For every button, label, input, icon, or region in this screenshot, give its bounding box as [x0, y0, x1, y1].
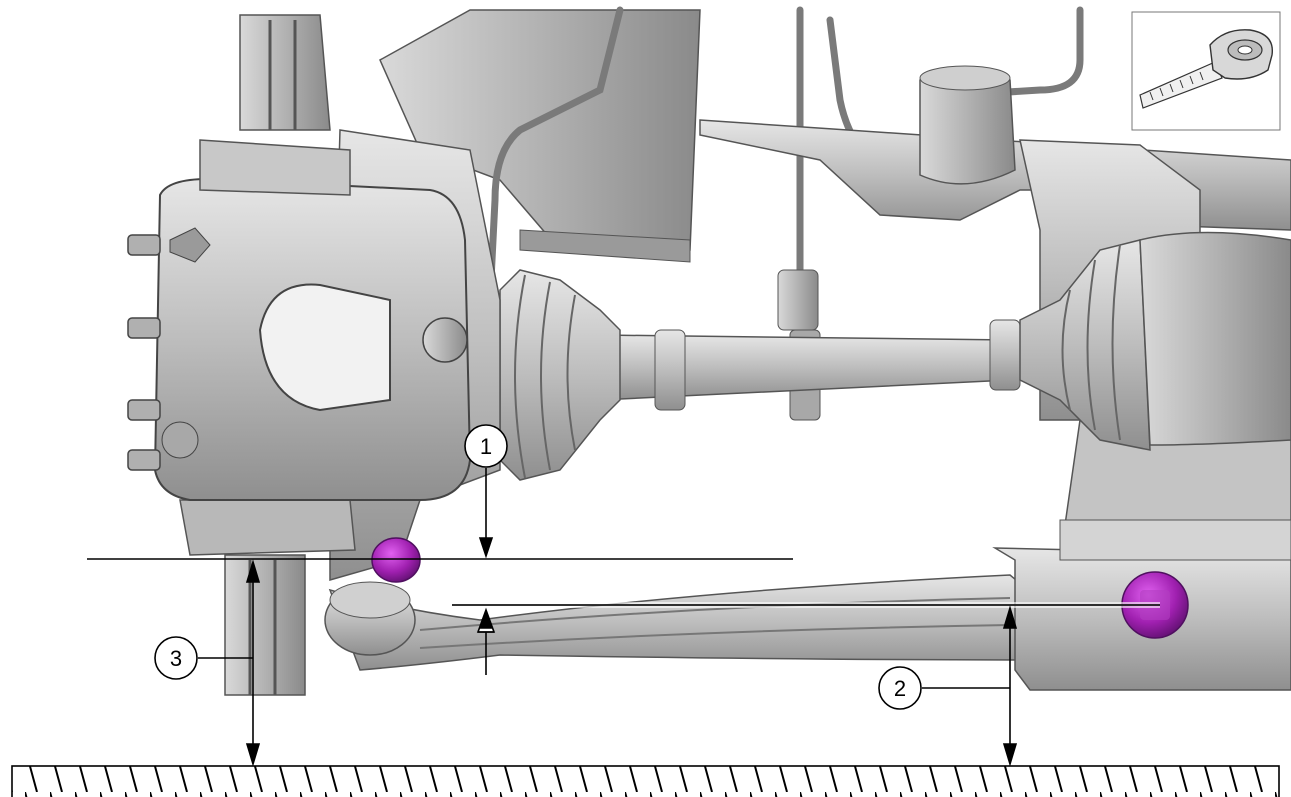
front-bolt-highlight: [371, 537, 421, 583]
ball-joint: [324, 581, 416, 656]
callout-2: 2: [878, 666, 922, 710]
brake-caliper: [153, 139, 472, 501]
measuring-tape-icon: [1139, 29, 1274, 109]
inner-cv-boot: [1019, 239, 1151, 451]
callout-leaders: [198, 657, 1010, 689]
upper-mount: [919, 65, 1016, 185]
differential-housing: [1139, 231, 1291, 446]
measurement-arrows: [245, 468, 1018, 767]
measuring-tape-inset: [1131, 11, 1281, 131]
callout-2-label: 2: [894, 676, 906, 701]
hatched-ground: [11, 765, 1280, 797]
callout-1-label: 1: [480, 434, 492, 459]
brake-disc: [224, 14, 331, 696]
wheel-studs: [127, 234, 161, 471]
callout-3: 3: [154, 636, 198, 680]
strut-tower: [379, 9, 701, 263]
drive-shaft: [599, 319, 1021, 411]
lower-control-arm: [328, 574, 1041, 671]
reference-lines: [87, 558, 1160, 608]
outer-cv-boot: [499, 269, 621, 481]
callout-1: 1: [464, 424, 508, 468]
callout-3-label: 3: [170, 646, 182, 671]
